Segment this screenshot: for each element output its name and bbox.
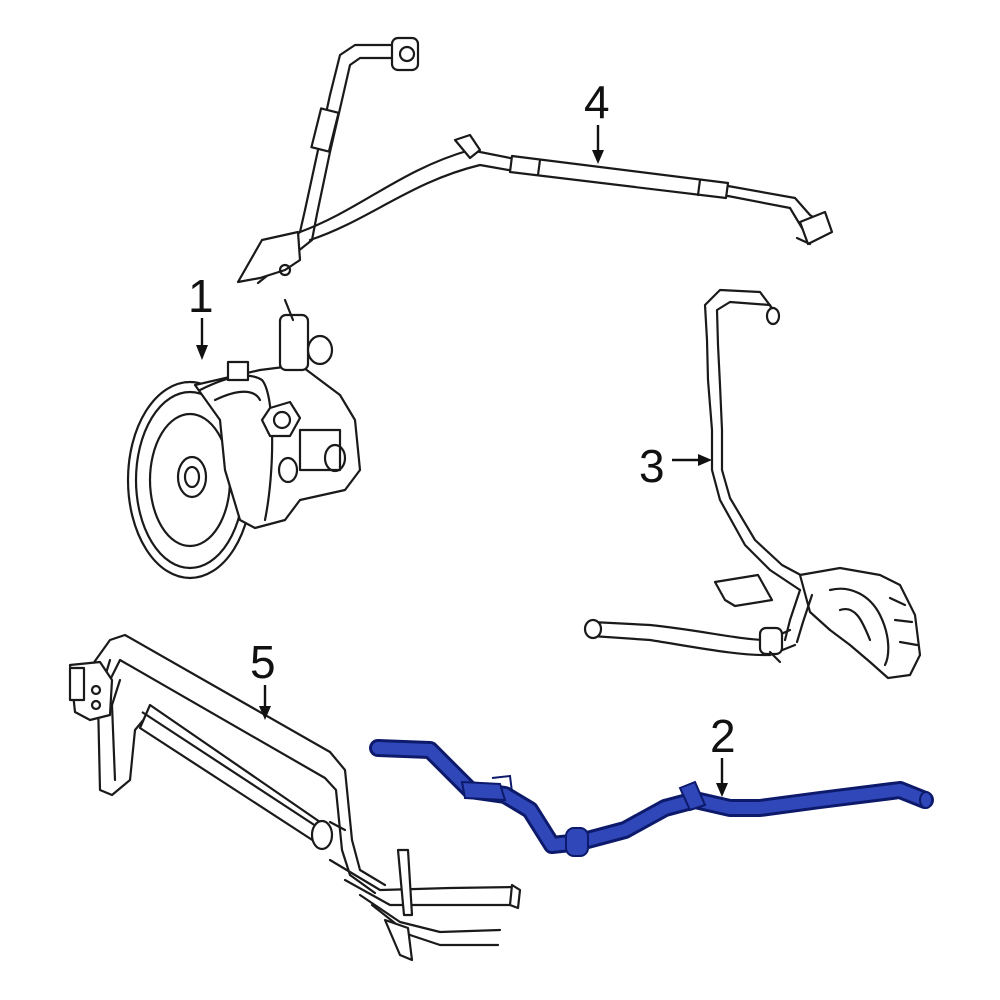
part-5-cooler[interactable]: [68, 633, 522, 962]
callout-5: 5: [250, 636, 276, 688]
part-2-highlighted-hose[interactable]: [369, 739, 934, 857]
callout-3: 3: [639, 440, 665, 492]
callout-1: 1: [188, 270, 214, 322]
callout-arrows: [196, 125, 728, 797]
callout-2: 2: [710, 710, 736, 762]
part-3-return-hose[interactable]: [583, 288, 922, 680]
part-1-power-steering-pump[interactable]: [126, 298, 362, 580]
part-4-pressure-hose[interactable]: [236, 36, 834, 285]
callout-4: 4: [584, 76, 610, 128]
